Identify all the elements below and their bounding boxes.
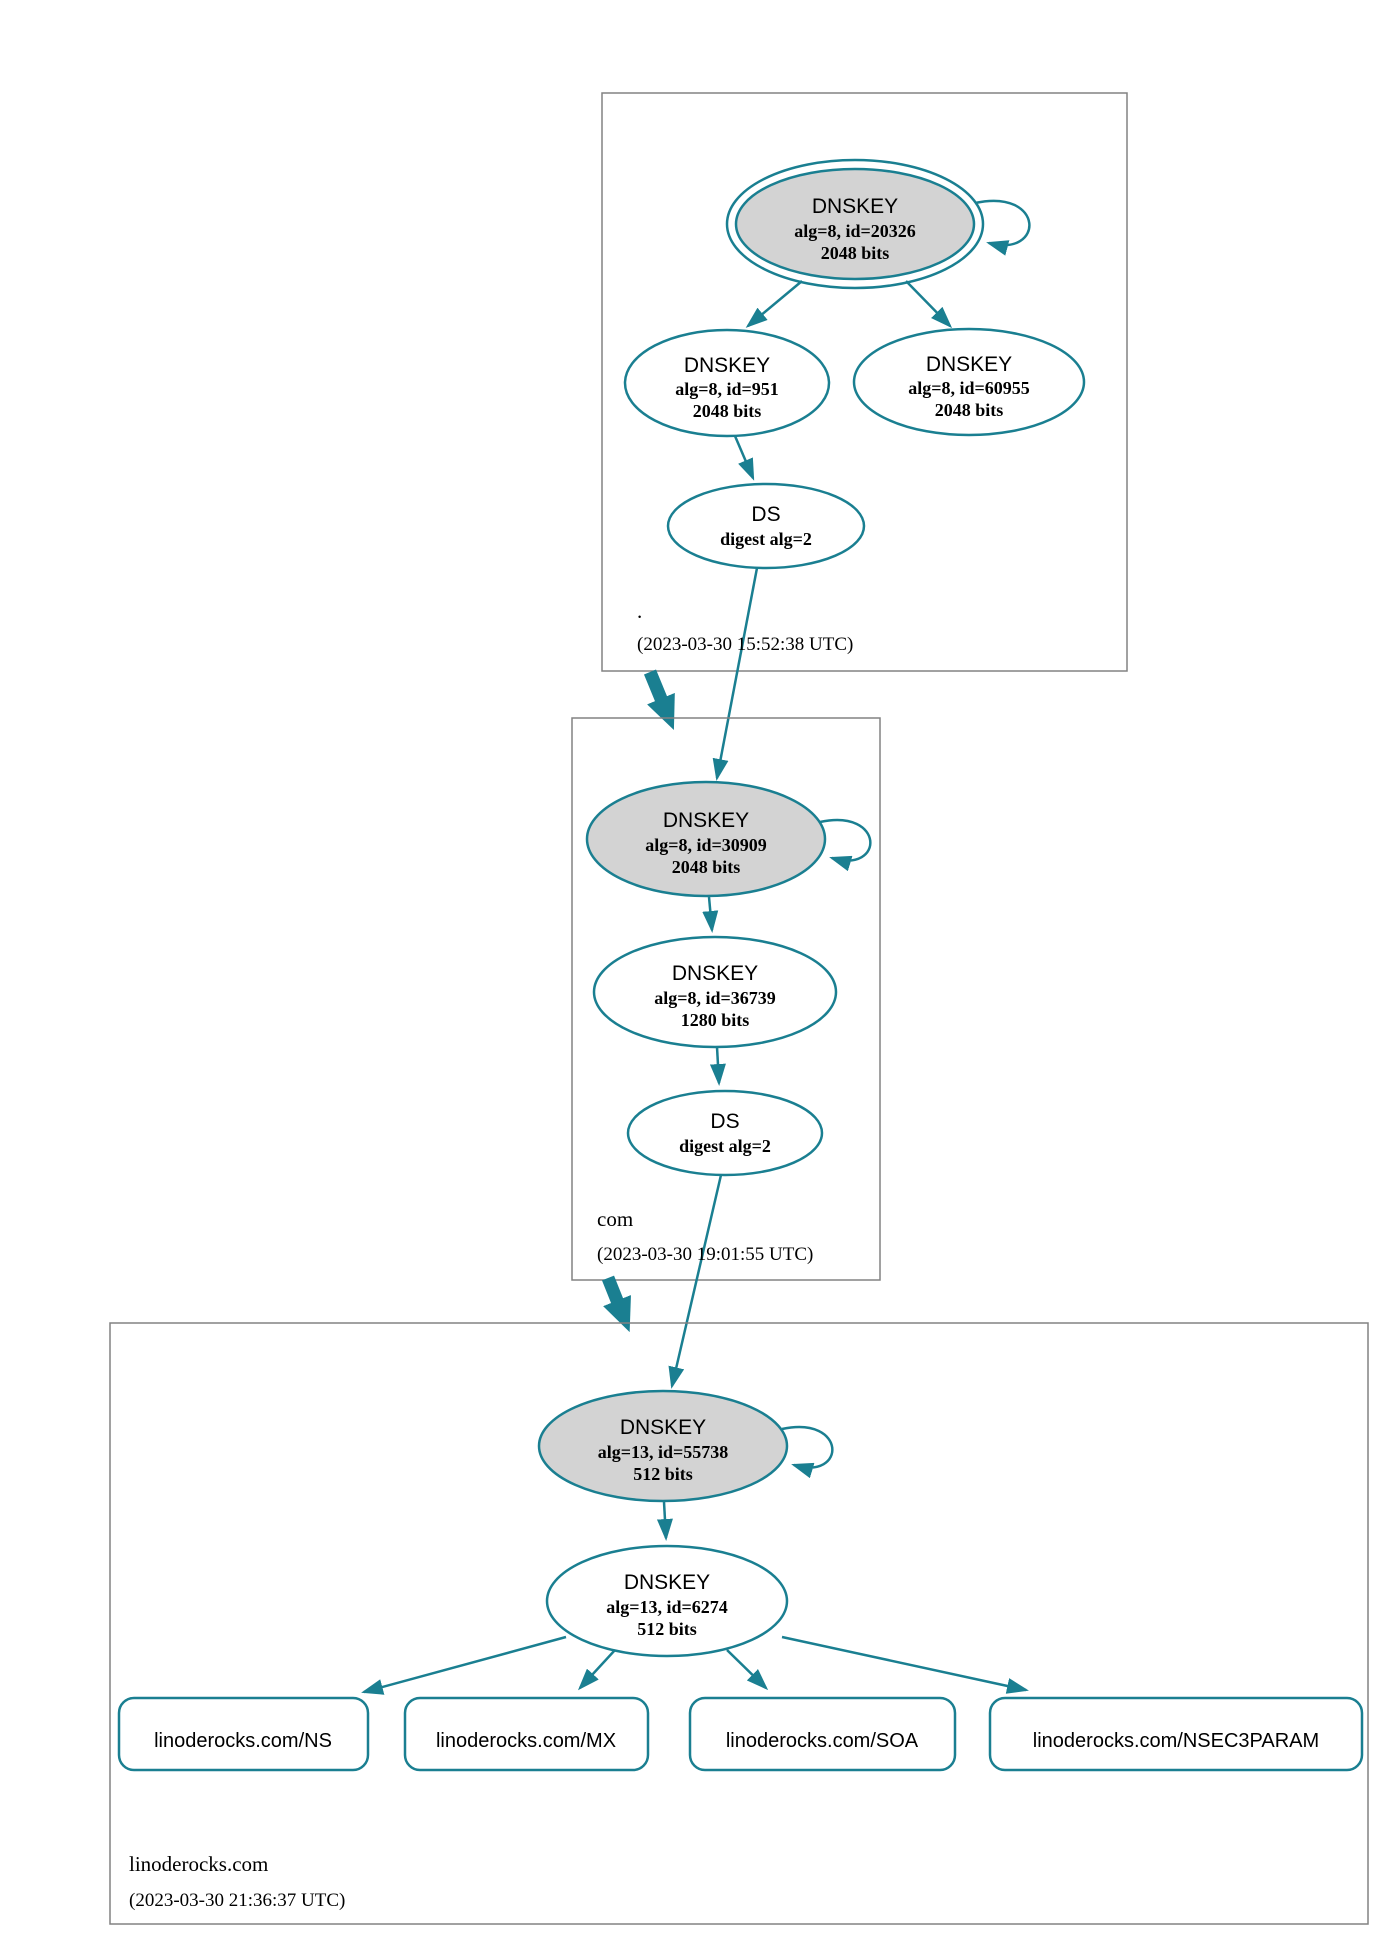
zone-label-root: .	[637, 599, 642, 623]
edge-linoderocks-ksk-to-zsk	[656, 1501, 673, 1541]
dnskey-root-zsk60955-node	[852, 327, 1086, 437]
zone-timestamp-com: (2023-03-30 19:01:55 UTC)	[597, 1244, 813, 1265]
zone-timestamp-linoderocks: (2023-03-30 21:36:37 UTC)	[129, 1890, 345, 1911]
record-label-nsec3param: linoderocks.com/NSEC3PARAM	[1033, 1730, 1319, 1752]
ds-root-node	[666, 482, 866, 570]
dnskey-linoderocks-ksk-detail: alg=13, id=55738	[598, 1442, 729, 1462]
ds-root-detail: digest alg=2	[720, 529, 812, 549]
record-box-mx	[403, 1696, 650, 1772]
dnskey-root-zsk60955-title: DNSKEY	[926, 353, 1012, 376]
dnskey-linoderocks-ksk-title: DNSKEY	[620, 1416, 706, 1439]
zone-box-linoderocks	[109, 1322, 1369, 1925]
delegation-arrow-com-to-linoderocks	[601, 1275, 631, 1333]
edge-com-zsk-to-ds	[709, 1046, 726, 1086]
dnskey-com-zsk-node	[592, 935, 838, 1049]
ds-com-title: DS	[710, 1110, 739, 1133]
dnskey-com-ksk-detail: alg=8, id=30909	[645, 835, 767, 855]
zone-label-linoderocks: linoderocks.com	[129, 1852, 268, 1876]
edge-zsk-to-nsec3param	[781, 1635, 1029, 1694]
dnskey-linoderocks-zsk-bits: 512 bits	[637, 1619, 697, 1639]
edge-com-ksk-selfloop	[819, 818, 872, 872]
edge-root-ksk-to-zsk60955	[905, 280, 953, 329]
edge-com-ksk-to-zsk	[702, 896, 719, 933]
dnskey-com-ksk-node	[585, 780, 827, 898]
record-label-mx: linoderocks.com/MX	[436, 1730, 616, 1752]
record-label-soa: linoderocks.com/SOA	[726, 1730, 919, 1752]
dnskey-root-ksk-node	[734, 167, 976, 281]
dnskey-root-zsk951-bits: 2048 bits	[693, 401, 762, 421]
dnskey-root-ksk-title: DNSKEY	[812, 195, 898, 218]
ds-com-detail: digest alg=2	[679, 1136, 771, 1156]
edge-root-zsk951-to-ds	[733, 435, 755, 481]
zone-timestamp-root: (2023-03-30 15:52:38 UTC)	[637, 634, 853, 655]
dnskey-linoderocks-zsk-title: DNSKEY	[624, 1571, 710, 1594]
edge-root-ksk-selfloop	[974, 199, 1031, 256]
dnskey-com-ksk-bits: 2048 bits	[672, 857, 741, 877]
dnskey-root-zsk60955-bits: 2048 bits	[935, 400, 1004, 420]
dnskey-linoderocks-zsk-detail: alg=13, id=6274	[606, 1597, 728, 1617]
zone-label-com: com	[597, 1207, 633, 1231]
delegation-arrow-root-to-com	[643, 669, 675, 731]
dnskey-com-zsk-title: DNSKEY	[672, 962, 758, 985]
zone-box-com	[571, 717, 881, 1281]
edge-com-ds-to-linoderocks-ksk	[668, 1174, 723, 1389]
dnskey-root-ksk-bits: 2048 bits	[821, 243, 890, 263]
ds-com-node	[626, 1089, 824, 1177]
record-label-ns: linoderocks.com/NS	[154, 1730, 332, 1752]
edge-zsk-to-ns	[361, 1635, 567, 1695]
edge-zsk-to-soa	[726, 1649, 769, 1691]
record-box-soa	[688, 1696, 957, 1772]
dnskey-root-zsk60955-detail: alg=8, id=60955	[908, 378, 1030, 398]
dnskey-com-ksk-title: DNSKEY	[663, 809, 749, 832]
dnskey-com-zsk-bits: 1280 bits	[681, 1010, 750, 1030]
edge-linoderocks-ksk-selfloop	[781, 1425, 834, 1479]
edge-root-ksk-to-zsk951	[745, 280, 803, 328]
dnskey-root-ksk-detail: alg=8, id=20326	[794, 221, 916, 241]
dnskey-root-zsk951-detail: alg=8, id=951	[675, 379, 779, 399]
dnskey-root-zsk951-node	[623, 328, 831, 438]
record-box-nsec3param	[988, 1696, 1364, 1772]
dnskey-com-zsk-detail: alg=8, id=36739	[654, 988, 776, 1008]
edge-zsk-to-mx	[577, 1649, 616, 1691]
dnskey-linoderocks-ksk-node	[537, 1389, 789, 1503]
zone-box-root	[601, 92, 1128, 672]
dnskey-root-zsk951-title: DNSKEY	[684, 354, 770, 377]
record-box-ns	[117, 1696, 370, 1772]
dnskey-linoderocks-zsk-node	[545, 1544, 789, 1658]
edge-root-ds-to-com-ksk	[712, 567, 759, 781]
ds-root-title: DS	[751, 503, 780, 526]
dnskey-linoderocks-ksk-bits: 512 bits	[633, 1464, 693, 1484]
